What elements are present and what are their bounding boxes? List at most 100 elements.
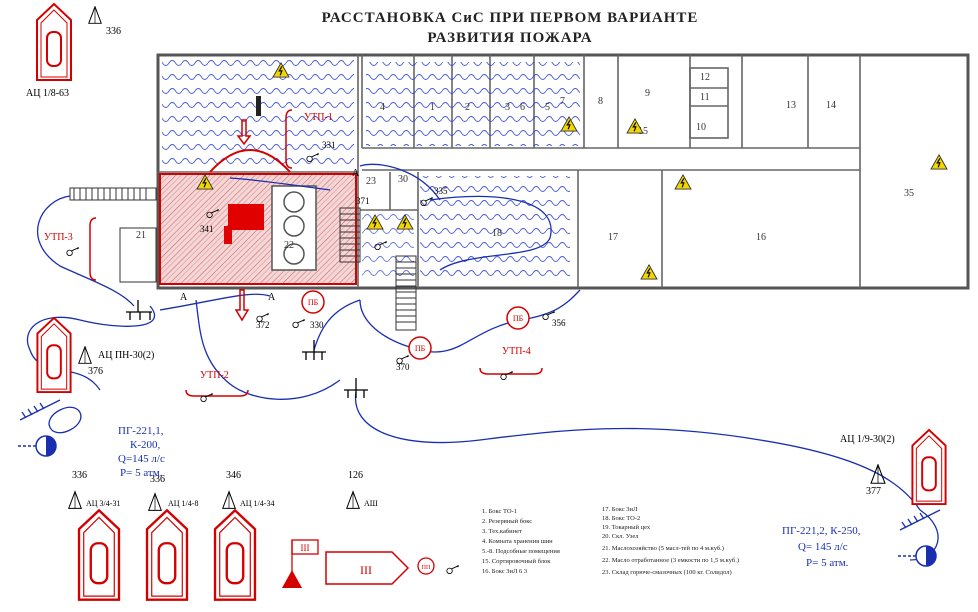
truck-top-left-label: АЦ 1/8-63	[26, 88, 69, 99]
hydrant-left-line-4: Р= 5 атм.	[120, 467, 163, 479]
legend-left-1: 1. Бокс ТО-1	[482, 508, 517, 515]
room-18: 18	[492, 228, 502, 239]
ladder-icon	[88, 6, 102, 24]
svg-text:A: A	[268, 292, 276, 303]
room-13: 13	[786, 100, 796, 111]
fire-truck-icon	[77, 509, 121, 601]
legend-left-3: 3. Тех.кабинет	[482, 528, 522, 535]
truck-bottom-3-label: АЦ 1/4-34	[240, 499, 274, 508]
ladder-icon	[870, 464, 886, 484]
fire-source-rect	[228, 204, 264, 230]
truck-left-mid: АЦ ПН-30(2) 376	[36, 316, 154, 394]
ladder-icon	[346, 491, 360, 509]
room-3: 3	[505, 102, 510, 113]
legend-left-6: 15. Сортировочный блок	[482, 558, 551, 565]
title-line-1: РАССТАНОВКА СиС ПРИ ПЕРВОМ ВАРИАНТЕ	[322, 10, 699, 26]
room-10: 10	[696, 122, 706, 133]
legend-right-6: 22. Масло отработанное (3 емкости по 1,5…	[602, 557, 739, 564]
room-2: 2	[465, 102, 470, 113]
command-arrow: III ПП	[325, 551, 435, 585]
entry-arrows	[234, 119, 252, 322]
hose-lines	[26, 163, 939, 561]
room-21: 21	[136, 230, 146, 241]
hydrant-left	[18, 399, 61, 457]
legend-right-7: 23. Склад горюче-смазочных (100 кг. Соли…	[602, 569, 732, 576]
circle-small-label: ПП	[422, 565, 431, 571]
firefighter-icon	[200, 392, 214, 403]
fire-truck-icon	[213, 509, 257, 601]
room-7: 7	[560, 96, 565, 107]
room-17: 17	[608, 232, 618, 243]
legend-right: 17. Бокс ЗиЛ 18. Бокс ТО-2 19. Токарный …	[602, 506, 739, 576]
room-6: 6	[520, 102, 525, 113]
truck-bottom-2-label: АЦ 1/4-8	[168, 499, 198, 508]
truck-right-mid-label: АЦ 1/9-30(2)	[840, 434, 895, 445]
fire-truck-icon	[911, 428, 947, 506]
truck-left-mid-unit: 376	[88, 366, 103, 377]
svg-text:A: A	[180, 292, 188, 303]
room-23: 23	[366, 176, 376, 187]
truck-ash-label: АШ	[364, 499, 378, 508]
truck-right-mid: АЦ 1/9-30(2) 377	[840, 428, 947, 506]
hydrant-left-line-2: К-200,	[130, 439, 161, 451]
room-9: 9	[645, 88, 650, 99]
marker-341: 341	[200, 224, 214, 234]
nozzle-branches	[126, 300, 368, 398]
pb-badge-1: ПБ	[308, 298, 319, 307]
firefighter-icon	[292, 318, 306, 329]
flag-small-label: III	[360, 563, 372, 577]
title-line-2: РАЗВИТИЯ ПОЖАРА	[427, 30, 592, 46]
room-35: 35	[904, 188, 914, 199]
utp-1-label: УТП-1	[304, 112, 333, 123]
warning-icon	[640, 264, 658, 280]
legend-right-5: 21. Маслохозяйство (5 масл-тей по 4 м.ку…	[602, 545, 724, 552]
flag-square-label: III	[301, 543, 310, 553]
marker-numbers: 331 341 372 330 370 371 335 356	[200, 140, 566, 372]
room-16: 16	[756, 232, 766, 243]
fire-zone	[159, 149, 357, 285]
room-22: 22	[284, 240, 294, 251]
ladder-icon	[222, 491, 236, 509]
hydrant-right	[898, 509, 941, 567]
utp-4-label: УТП-4	[502, 346, 531, 357]
room-11: 11	[700, 92, 710, 103]
legend-left-5: 5.-8. Подсобные помещения	[482, 548, 560, 555]
legend-left-4: 4. Комната хранения шин	[482, 538, 553, 545]
direction-arrow	[256, 96, 261, 116]
pb-badges: ПБ ПБ ПБ	[301, 290, 530, 360]
truck-bottom-1-label: АЦ 3/4-31	[86, 499, 120, 508]
truck-bottom-3: 346 АЦ 1/4-34	[213, 470, 274, 601]
legend-right-3: 19. Токарный цех	[602, 524, 651, 531]
ladder-icon	[68, 491, 82, 509]
hydrant-left-info: ПГ-221,1, К-200, Q=145 л/с Р= 5 атм.	[118, 425, 165, 479]
room-12: 12	[700, 72, 710, 83]
fire-truck-icon	[36, 316, 72, 394]
hydrant-right-line-3: Р= 5 атм.	[806, 557, 849, 569]
marker-372: 372	[256, 320, 270, 330]
legend-right-4: 20. Скл. Узел	[602, 533, 639, 540]
fire-truck-icon	[36, 3, 72, 81]
room-14: 14	[826, 100, 836, 111]
legend-right-1: 17. Бокс ЗиЛ	[602, 506, 638, 513]
room-4: 4	[380, 102, 385, 113]
warning-icon	[930, 154, 948, 170]
legend-right-2: 18. Бокс ТО-2	[602, 515, 640, 522]
legend-left-2: 2. Резервный бокс	[482, 518, 532, 525]
marker-370: 370	[396, 362, 410, 372]
hydrant-left-line-3: Q=145 л/с	[118, 453, 165, 465]
room-15: 15	[638, 126, 648, 137]
hydrant-right-info: ПГ-221,2, К-250, Q= 145 л/с Р= 5 атм.	[782, 525, 861, 569]
marker-335: 335	[434, 186, 448, 196]
truck-right-mid-unit: 377	[866, 486, 881, 497]
truck-bottom-1: 336 АЦ 3/4-31	[68, 470, 121, 601]
hydrant-left-line-1: ПГ-221,1,	[118, 425, 164, 437]
entrances: A A A	[180, 168, 360, 303]
building-plan	[156, 53, 970, 290]
marker-371: 371	[356, 196, 370, 206]
truck-ash-unit: 126	[348, 470, 363, 481]
room-numbers: 1 2 3 4 5 6 7 8 9 10 11 12 13 14 15 16 1…	[136, 72, 914, 251]
truck-bottom-3-unit: 346	[226, 470, 241, 481]
legend-left: 1. Бокс ТО-1 2. Резервный бокс 3. Тех.ка…	[482, 508, 560, 575]
room-1: 1	[430, 102, 435, 113]
